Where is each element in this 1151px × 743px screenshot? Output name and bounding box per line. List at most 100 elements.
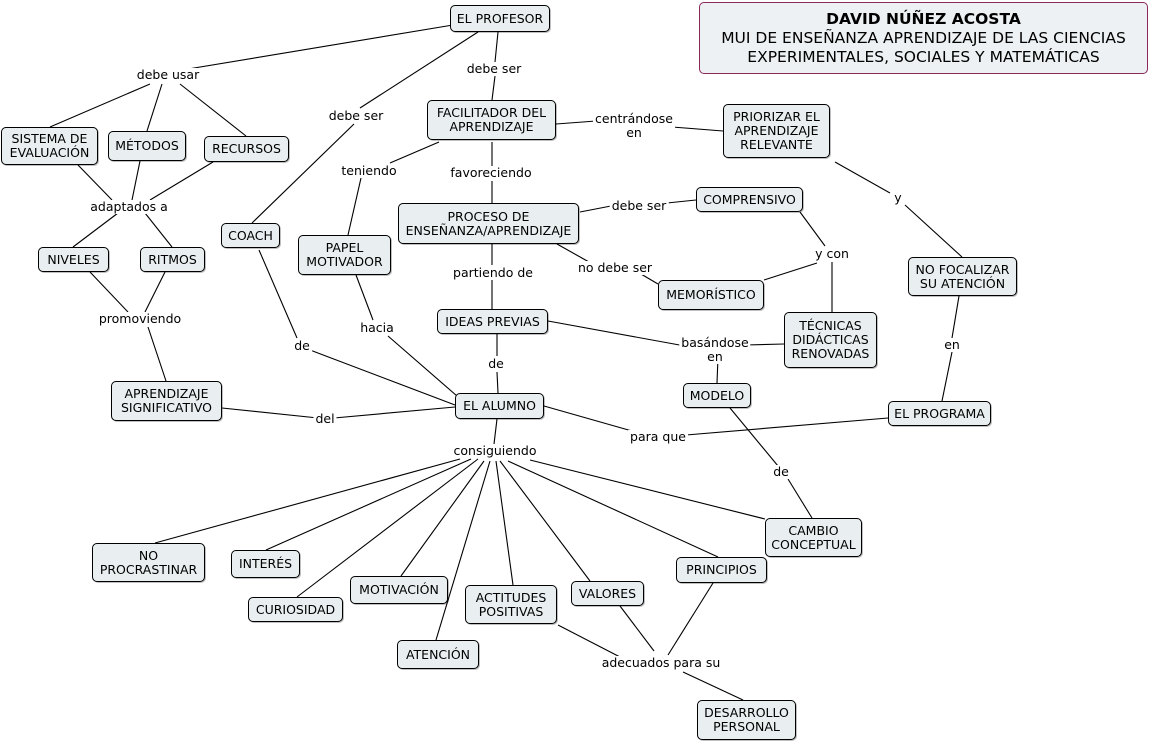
node-curiosidad[interactable]: CURIOSIDAD	[248, 597, 343, 622]
connector-line	[154, 458, 461, 544]
link-de-modelo: de	[771, 464, 791, 479]
node-ideas-previas[interactable]: IDEAS PREVIAS	[437, 309, 548, 334]
connector-line	[400, 460, 485, 577]
node-principios[interactable]: PRINCIPIOS	[676, 557, 767, 583]
connector-line	[265, 458, 472, 551]
connector-line	[296, 458, 479, 598]
node-sistema-evaluacion[interactable]: SISTEMA DE EVALUACIÓN	[1, 127, 98, 165]
connector-line	[787, 478, 813, 519]
node-el-profesor[interactable]: EL PROFESOR	[450, 5, 550, 32]
connector-line	[529, 459, 766, 520]
node-aprendizaje-significativo[interactable]: APRENDIZAJE SIGNIFICATIVO	[111, 381, 222, 421]
connector-line	[941, 351, 953, 402]
link-debe-ser-facilitador: debe ser	[464, 61, 524, 76]
node-memoristico[interactable]: MEMORÍSTICO	[658, 280, 764, 310]
connector-line	[507, 460, 719, 558]
connector-line	[387, 335, 458, 397]
connector-line	[89, 271, 129, 313]
link-partiendo-de: partiendo de	[451, 265, 535, 280]
connector-line	[131, 160, 141, 201]
link-debe-ser-coach: debe ser	[326, 108, 386, 123]
connector-line	[547, 320, 686, 347]
link-consiguiendo: consiguiendo	[451, 443, 539, 458]
link-y: y	[892, 190, 904, 205]
node-modelo[interactable]: MODELO	[683, 383, 751, 408]
node-no-procrastinar[interactable]: NO PROCRASTINAR	[92, 543, 205, 582]
link-de-coach: de	[292, 338, 312, 353]
author-name: DAVID NÚÑEZ ACOSTA	[826, 9, 1021, 28]
connector-line	[555, 120, 597, 125]
link-y-con: y con	[813, 246, 851, 261]
connector-line	[834, 161, 891, 194]
connector-line	[72, 212, 119, 248]
connector-line	[251, 123, 355, 224]
node-tecnicas[interactable]: TÉCNICAS DIDÁCTICAS RENOVADAS	[784, 312, 877, 368]
connector-line	[556, 243, 590, 263]
node-recursos[interactable]: RECURSOS	[204, 136, 289, 162]
node-actitudes-positivas[interactable]: ACTITUDES POSITIVAS	[465, 585, 557, 624]
connector-line	[179, 83, 247, 137]
connector-line	[744, 343, 785, 346]
connector-line	[640, 273, 659, 285]
connector-line	[144, 271, 166, 313]
connector-line	[904, 204, 963, 258]
node-el-programa[interactable]: EL PROGRAMA	[888, 401, 991, 426]
connector-line	[435, 460, 491, 641]
link-hacia: hacia	[358, 320, 396, 335]
connector-line	[149, 161, 214, 201]
node-no-focalizar[interactable]: NO FOCALIZAR SU ATENCIÓN	[908, 257, 1017, 296]
node-atencion[interactable]: ATENCIÓN	[397, 640, 479, 669]
node-cambio-conceptual[interactable]: CAMBIO CONCEPTUAL	[765, 518, 862, 557]
connector-line	[144, 212, 173, 248]
node-niveles[interactable]: NIVELES	[38, 247, 109, 272]
node-metodos[interactable]: MÉTODOS	[108, 131, 186, 161]
link-teniendo: teniendo	[339, 163, 399, 178]
link-debe-ser-comprensivo: debe ser	[609, 198, 669, 213]
header-box: DAVID NÚÑEZ ACOSTA MUI DE ENSEÑANZA APRE…	[699, 2, 1148, 74]
connector-line	[671, 126, 724, 132]
connector-line	[496, 371, 499, 394]
node-desarrollo-personal[interactable]: DESARROLLO PERSONAL	[697, 700, 796, 740]
link-adaptados-a: adaptados a	[88, 199, 170, 214]
connector-line	[667, 582, 714, 656]
node-priorizar[interactable]: PRIORIZAR EL APRENDIZAJE RELEVANTE	[723, 104, 830, 158]
connector-line	[355, 274, 374, 321]
node-papel-motivador[interactable]: PAPEL MOTIVADOR	[298, 235, 391, 275]
link-del: del	[313, 411, 337, 426]
connector-line	[333, 406, 456, 419]
connector-line	[682, 671, 744, 701]
connector-line	[494, 31, 499, 63]
link-no-debe-ser: no debe ser	[575, 260, 655, 275]
connector-line	[543, 405, 633, 432]
node-interes[interactable]: INTERÉS	[231, 550, 300, 578]
node-el-alumno[interactable]: EL ALUMNO	[455, 393, 544, 419]
node-facilitador[interactable]: FACILITADOR DEL APRENDIZAJE	[427, 100, 556, 140]
connector-line	[799, 211, 826, 247]
node-motivacion[interactable]: MOTIVACIÓN	[350, 576, 448, 604]
connector-line	[685, 417, 889, 436]
connector-line	[258, 249, 298, 339]
header-line-2: EXPERIMENTALES, SOCIALES Y MATEMÁTICAS	[747, 47, 1100, 66]
connector-line	[666, 199, 697, 204]
connector-line	[951, 295, 960, 339]
node-ritmos[interactable]: RITMOS	[140, 247, 205, 272]
connector-line	[146, 83, 163, 132]
node-proceso[interactable]: PROCESO DE ENSEÑANZA/APRENDIZAJE	[398, 203, 579, 244]
node-coach[interactable]: COACH	[221, 223, 280, 248]
connector-line	[729, 407, 779, 467]
link-centrandose-en: centrándose en	[593, 111, 675, 140]
connector-line	[491, 75, 496, 101]
connector-line	[221, 407, 319, 419]
link-adecuados-para-su: adecuados para su	[599, 655, 723, 670]
header-line-1: MUI DE ENSEÑANZA APRENDIZAJE DE LAS CIEN…	[721, 28, 1126, 47]
link-basandose-en: basándose en	[679, 335, 751, 364]
node-valores[interactable]: VALORES	[571, 581, 644, 606]
link-en: en	[942, 337, 962, 352]
connector-line	[169, 24, 454, 73]
node-comprensivo[interactable]: COMPRENSIVO	[696, 187, 803, 212]
connector-line	[49, 83, 151, 128]
link-favoreciendo: favoreciendo	[448, 165, 534, 180]
connector-line	[389, 141, 440, 164]
connector-line	[347, 177, 362, 236]
connector-line	[499, 460, 591, 582]
